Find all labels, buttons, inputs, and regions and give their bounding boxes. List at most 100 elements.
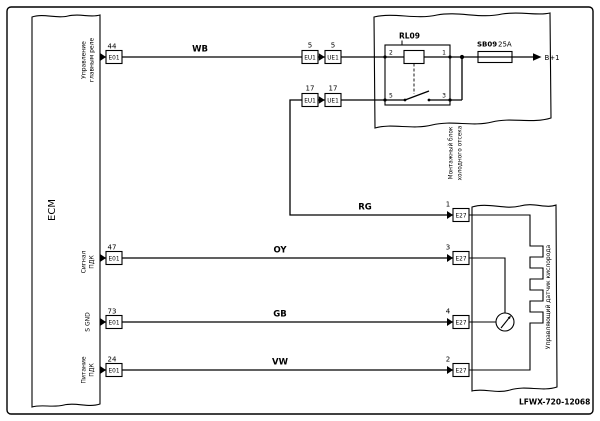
sensor-signal-wire bbox=[469, 257, 506, 313]
ecm-pin47-signal-line1: Сигнал bbox=[81, 251, 88, 274]
relay-pin2-terminal bbox=[383, 55, 387, 59]
connector-box bbox=[105, 250, 123, 266]
power-arrow-icon bbox=[533, 53, 542, 61]
mounting-block-label-line2: холодного отсека bbox=[458, 125, 464, 180]
connector-code: E01 bbox=[108, 320, 119, 326]
ecm-block-outline bbox=[31, 14, 101, 408]
connector-arrow-icon bbox=[100, 366, 106, 374]
connector-box bbox=[452, 207, 470, 223]
connector-code: UE1 bbox=[327, 55, 339, 61]
sensor-heater-circuit bbox=[469, 214, 544, 371]
sensor-connector-1: E27 1 bbox=[446, 201, 470, 223]
connector-code: E27 bbox=[455, 320, 466, 326]
wire-rg bbox=[289, 99, 453, 216]
ecm-pin73-signal: S GND bbox=[85, 312, 92, 332]
oxygen-sensor-outline bbox=[471, 204, 558, 392]
connector-code: E27 bbox=[455, 213, 466, 219]
relay-pin1-terminal bbox=[448, 55, 452, 59]
relay-pin3-terminal bbox=[448, 98, 452, 102]
relay-pin5-terminal bbox=[383, 98, 387, 102]
relay-coil-symbol bbox=[403, 49, 425, 65]
connector-code: E01 bbox=[108, 55, 119, 61]
fuse-sb09: SB09 25A B+1 bbox=[459, 41, 560, 64]
connector-arrow-icon bbox=[100, 318, 106, 326]
connector-arrow-icon bbox=[100, 254, 106, 262]
connector-arrow-icon bbox=[447, 318, 453, 326]
connector-box bbox=[105, 314, 123, 330]
wire-label-wb: WB bbox=[192, 45, 208, 55]
sensor-connector-4: E27 4 bbox=[446, 308, 470, 330]
connector-code: E27 bbox=[455, 256, 466, 262]
connector-arrow-icon bbox=[447, 254, 453, 262]
sensor-connector-3: E27 3 bbox=[446, 244, 470, 266]
connector-code: E27 bbox=[455, 368, 466, 374]
ecm-connector-24: E01 24 bbox=[100, 356, 123, 378]
junction-dot bbox=[459, 54, 465, 60]
relay-id-label: RL09 bbox=[399, 32, 420, 41]
ecm-pin24-signal-line1: Питание bbox=[81, 356, 88, 383]
mounting-block-outline bbox=[373, 12, 552, 129]
ecm-pin44-signal-line2: главным реле bbox=[89, 38, 96, 83]
connector-arrow-icon bbox=[100, 53, 106, 61]
cell-circle bbox=[495, 312, 515, 332]
pin-number: 17 bbox=[329, 85, 338, 93]
connector-code: E01 bbox=[108, 368, 119, 374]
wire-label-vw: VW bbox=[272, 358, 289, 368]
connector-box bbox=[324, 49, 342, 65]
relay-pin-number: 5 bbox=[389, 93, 393, 100]
junction-row2: EU1 UE1 17 17 bbox=[301, 85, 342, 108]
connector-box bbox=[452, 362, 470, 378]
ecm-connector-44: E01 44 bbox=[100, 43, 123, 65]
cell-needle-arrow-icon bbox=[507, 315, 511, 320]
connector-box bbox=[105, 362, 123, 378]
junction-row1: EU1 UE1 5 5 bbox=[301, 42, 342, 65]
pin-number: 44 bbox=[108, 43, 117, 51]
connector-box bbox=[301, 92, 319, 108]
pin-number: 2 bbox=[446, 356, 450, 364]
oxygen-cell-symbol bbox=[495, 312, 515, 332]
fuse-symbol bbox=[477, 50, 513, 64]
diagram-frame bbox=[6, 6, 594, 415]
mounting-block-label-line1: Монтажный блок bbox=[448, 126, 455, 179]
wire-label-rg: RG bbox=[358, 203, 372, 213]
pin-number: 73 bbox=[108, 308, 117, 316]
connector-code: UE1 bbox=[327, 98, 339, 104]
fuse-rating-label: 25A bbox=[498, 41, 512, 49]
pin-number: 3 bbox=[446, 244, 450, 252]
connector-box bbox=[301, 49, 319, 65]
pin-number: 1 bbox=[446, 201, 450, 209]
wire-label-gb: GB bbox=[273, 310, 286, 320]
connector-arrow-icon bbox=[447, 366, 453, 374]
connector-box bbox=[452, 250, 470, 266]
sensor-connector-2: E27 2 bbox=[446, 356, 470, 378]
cell-needle bbox=[500, 317, 510, 329]
connector-arrow-icon bbox=[447, 211, 453, 219]
relay-pin-number: 3 bbox=[442, 93, 446, 100]
connector-arrow-icon bbox=[318, 96, 325, 104]
ecm-pin24-signal-line2: ПДК bbox=[89, 363, 96, 377]
ecm-pin47-signal-line2: ПДК bbox=[89, 255, 96, 269]
pin-number: 5 bbox=[331, 42, 335, 50]
connector-box bbox=[452, 314, 470, 330]
connector-code: EU1 bbox=[304, 98, 316, 104]
relay-contact-pivot bbox=[403, 98, 407, 102]
relay-pin-number: 2 bbox=[389, 50, 393, 57]
oxygen-sensor-label: Управляющий датчик кислорода bbox=[545, 244, 552, 349]
connector-arrow-icon bbox=[318, 53, 325, 61]
connector-box bbox=[324, 92, 342, 108]
pin-number: 47 bbox=[108, 244, 117, 252]
relay-pin-number: 1 bbox=[442, 50, 446, 57]
connector-box bbox=[105, 49, 123, 65]
wire-label-oy: OY bbox=[273, 246, 287, 256]
pin-number: 5 bbox=[308, 42, 312, 50]
ecm-pin44-signal-line1: Управление bbox=[81, 41, 88, 79]
ecm-connector-47: E01 47 bbox=[100, 244, 123, 266]
ecm-label: ECM bbox=[47, 199, 58, 221]
connector-code: EU1 bbox=[304, 55, 316, 61]
power-source-label: B+1 bbox=[545, 54, 560, 62]
wire-relay-supply-branch bbox=[450, 57, 463, 101]
relay-contact-fixed bbox=[427, 98, 431, 102]
relay-rl09: 2 1 5 3 RL09 bbox=[383, 32, 452, 106]
